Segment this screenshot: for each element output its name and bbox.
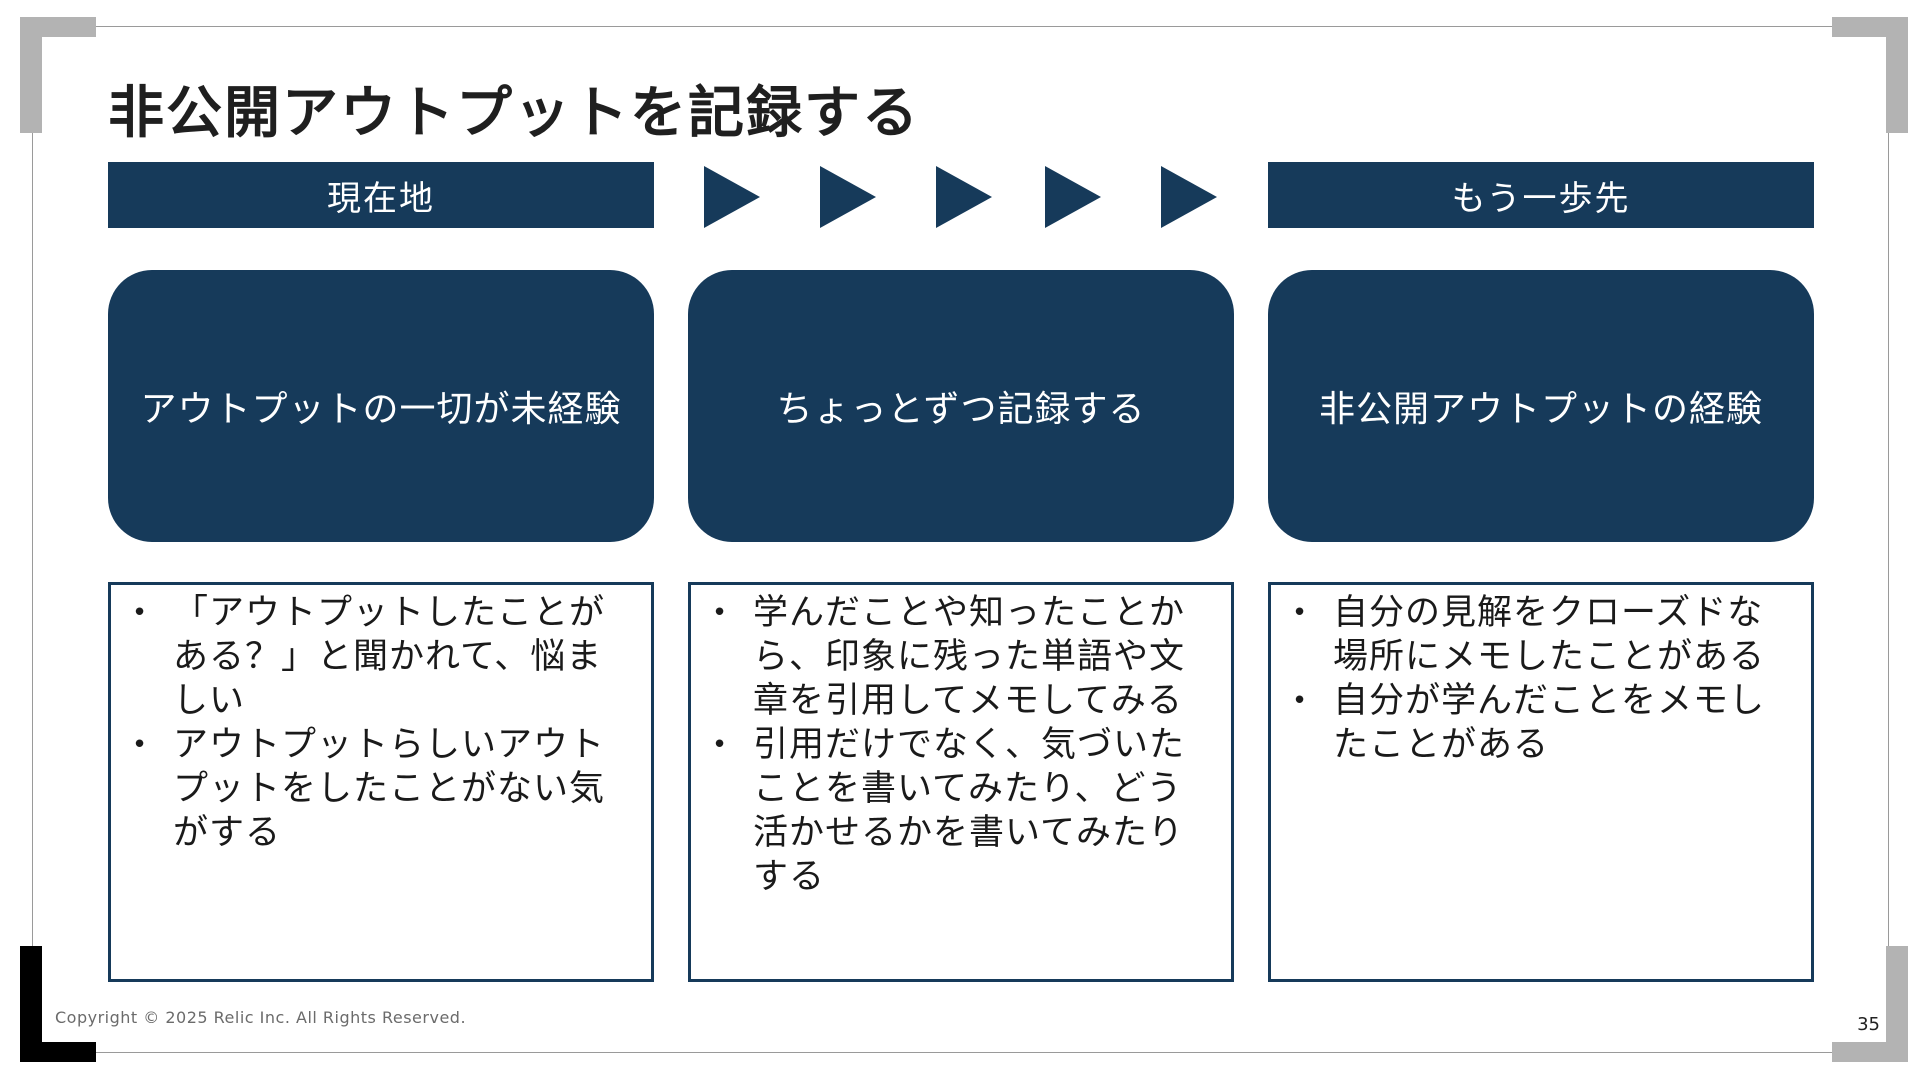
bullet-icon: •	[711, 730, 729, 760]
frame-left-line	[32, 132, 33, 952]
bullet-icon: •	[1291, 686, 1309, 716]
detail-box-2: • 学んだことや知ったことから、印象に残った単語や文章を引用してメモしてみる • 引…	[688, 582, 1234, 982]
stage-label: アウトプットの一切が未経験	[140, 389, 622, 430]
header-current-position: 現在地	[108, 162, 654, 228]
bullet-list: • 学んだことや知ったことから、印象に残った単語や文章を引用してメモしてみる • 引…	[705, 591, 1217, 899]
stage-box-2: ちょっとずつ記録する	[688, 270, 1234, 542]
list-item: • アウトプットらしいアウトプットをしたことがない気がする	[125, 723, 637, 855]
list-item: • 自分の見解をクローズドな場所にメモしたことがある	[1285, 591, 1797, 679]
slide-title: 非公開アウトプットを記録する	[108, 81, 920, 146]
stage-box-1: アウトプットの一切が未経験	[108, 270, 654, 542]
list-item: • 学んだことや知ったことから、印象に残った単語や文章を引用してメモしてみる	[705, 591, 1217, 723]
bullet-icon: •	[711, 598, 729, 628]
progress-arrow-icon	[1045, 166, 1101, 228]
bullet-text: 「アウトプットしたことがある？」と聞かれて、悩ましい	[173, 593, 606, 721]
bullet-icon: •	[131, 730, 149, 760]
progress-arrow-icon	[704, 166, 760, 228]
stage-label: 非公開アウトプットの経験	[1318, 389, 1763, 430]
bullet-text: 引用だけでなく、気づいたことを書いてみたり、どう活かせるかを書いてみたりする	[753, 725, 1186, 897]
list-item: • 引用だけでなく、気づいたことを書いてみたり、どう活かせるかを書いてみたりする	[705, 723, 1217, 899]
list-item: • 自分が学んだことをメモしたことがある	[1285, 679, 1797, 767]
bullet-list: • 自分の見解をクローズドな場所にメモしたことがある • 自分が学んだことをメモした…	[1285, 591, 1797, 767]
bullet-text: 学んだことや知ったことから、印象に残った単語や文章を引用してメモしてみる	[753, 593, 1186, 721]
progress-arrow-icon	[936, 166, 992, 228]
copyright-text: Copyright © 2025 Relic Inc. All Rights R…	[55, 1008, 467, 1027]
header-current-position-label: 現在地	[327, 178, 435, 219]
header-next-step: もう一歩先	[1268, 162, 1814, 228]
bullet-text: 自分の見解をクローズドな場所にメモしたことがある	[1333, 593, 1766, 677]
page-number: 35	[1857, 1014, 1880, 1035]
header-next-step-label: もう一歩先	[1451, 178, 1631, 219]
progress-arrow-icon	[1161, 166, 1217, 228]
bullet-list: • 「アウトプットしたことがある？」と聞かれて、悩ましい • アウトプットらしいアウ…	[125, 591, 637, 855]
frame-top-line	[96, 26, 1832, 27]
stage-label: ちょっとずつ記録する	[776, 389, 1146, 430]
bullet-text: 自分が学んだことをメモしたことがある	[1333, 681, 1766, 765]
detail-box-1: • 「アウトプットしたことがある？」と聞かれて、悩ましい • アウトプットらしいアウ…	[108, 582, 654, 982]
bullet-icon: •	[131, 598, 149, 628]
bullet-icon: •	[1291, 598, 1309, 628]
list-item: • 「アウトプットしたことがある？」と聞かれて、悩ましい	[125, 591, 637, 723]
bullet-text: アウトプットらしいアウトプットをしたことがない気がする	[173, 725, 606, 853]
detail-box-3: • 自分の見解をクローズドな場所にメモしたことがある • 自分が学んだことをメモした…	[1268, 582, 1814, 982]
stage-box-3: 非公開アウトプットの経験	[1268, 270, 1814, 542]
progress-arrow-icon	[820, 166, 876, 228]
frame-right-line	[1888, 132, 1889, 952]
frame-bottom-line	[96, 1052, 1832, 1053]
